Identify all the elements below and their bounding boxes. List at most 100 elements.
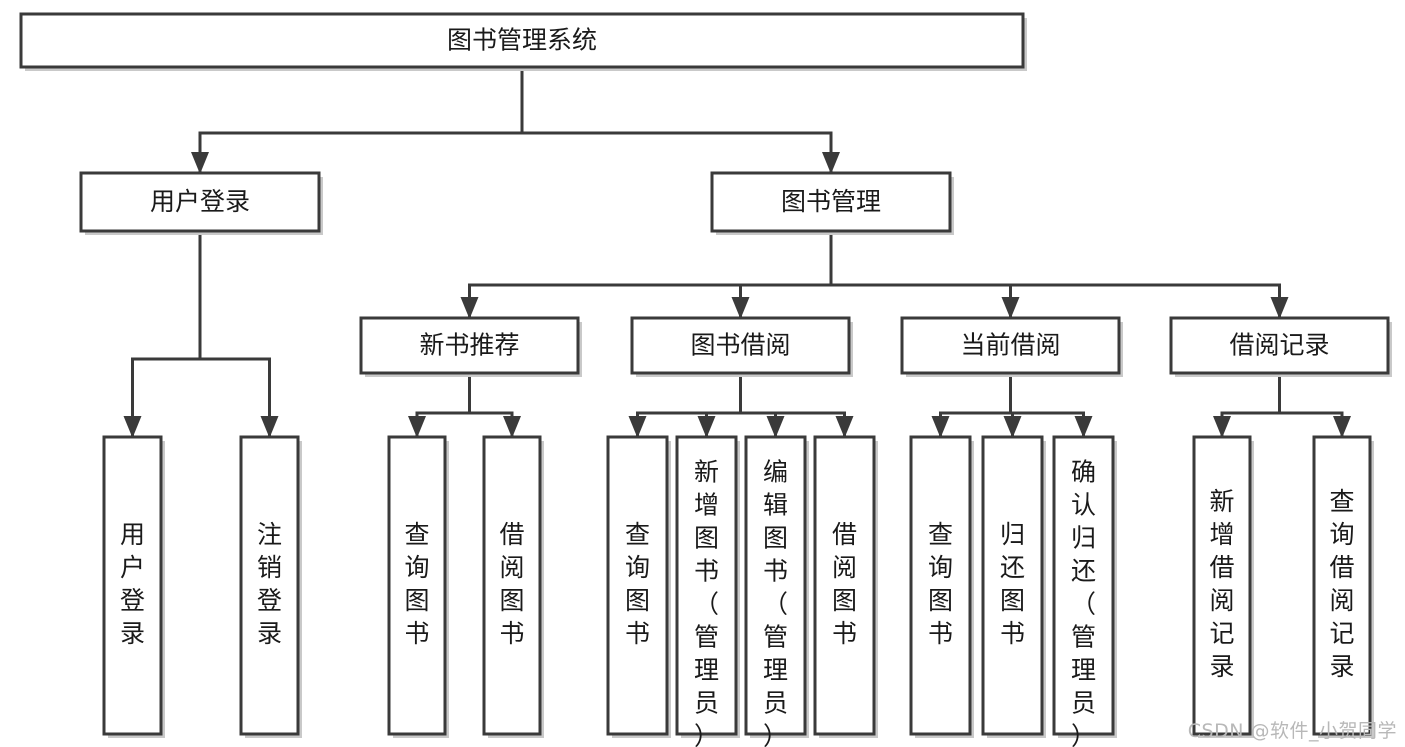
node-rect[interactable]	[900, 316, 1121, 375]
node-rect[interactable]	[813, 435, 876, 736]
node-label: 当前借阅	[960, 331, 1060, 360]
node-user-login[interactable]: 用户登录	[79, 171, 323, 235]
node-label-char: 阅	[1209, 586, 1234, 615]
arrow-head-icon	[835, 416, 854, 438]
node-label-char: 员	[763, 689, 788, 718]
node-borrow-record[interactable]: 借阅记录	[1169, 316, 1392, 377]
node-label-char: 书	[1000, 619, 1025, 648]
node-label-char: 借	[499, 520, 524, 549]
node-label-char: 书	[928, 619, 953, 648]
node-label-char: 借	[1209, 553, 1234, 582]
node-label-char: 图	[1000, 586, 1025, 615]
arrow-head-icon	[628, 416, 647, 438]
node-label-char: 管	[694, 623, 719, 652]
node-label: 用户登录	[150, 187, 250, 216]
node-rect[interactable]	[387, 435, 447, 736]
node-rect[interactable]	[744, 435, 807, 736]
arrow-head-icon	[822, 152, 840, 174]
node-rect[interactable]	[79, 171, 321, 233]
node-label-char: 确	[1071, 458, 1096, 487]
node-label-char: 询	[1329, 520, 1354, 549]
node-label-char: 归	[1071, 524, 1096, 553]
node-label: 图书管理	[781, 187, 881, 216]
node-label-char: 新	[1209, 487, 1234, 516]
node-label-char: 查	[928, 520, 953, 549]
node-book-borrow[interactable]: 图书借阅	[630, 316, 853, 377]
node-label-char: 阅	[499, 553, 524, 582]
node-rect[interactable]	[1169, 316, 1390, 375]
node-rect[interactable]	[710, 171, 952, 233]
watermark-label: CSDN @软件_小贺同学	[1187, 720, 1397, 742]
node-label-char: 录	[257, 619, 282, 648]
edge-group-borrow-record	[1213, 371, 1351, 439]
node-rect[interactable]	[981, 435, 1044, 736]
node-label-char: 管	[1071, 623, 1096, 652]
node-label-char: 用	[120, 520, 145, 549]
node-rect[interactable]	[630, 316, 851, 375]
node-rect[interactable]	[102, 435, 163, 736]
node-label-char: 记	[1329, 619, 1354, 648]
arrow-head-icon	[260, 416, 279, 438]
edge-group-user-login	[123, 229, 279, 439]
node-current-borrow[interactable]: 当前借阅	[900, 316, 1123, 377]
node-label-char: 认	[1071, 491, 1096, 520]
node-label-char: 图	[694, 524, 719, 553]
node-rect[interactable]	[675, 435, 738, 736]
node-label-char: 员	[694, 689, 719, 718]
node-label-char: 查	[1329, 487, 1354, 516]
node-rect[interactable]	[359, 316, 580, 375]
arrow-head-icon	[503, 416, 521, 438]
node-label-char: 员	[1071, 689, 1096, 718]
node-rect[interactable]	[239, 435, 300, 736]
edge-group-current-borrow	[931, 371, 1093, 439]
node-label-char: 登	[257, 586, 282, 615]
node-label-char: 图	[928, 586, 953, 615]
node-label-char: 借	[1329, 553, 1354, 582]
edge-group-new-book-rec	[408, 371, 521, 439]
node-leaf-user-login[interactable]: 用户登录	[102, 435, 165, 738]
node-book-manage[interactable]: 图书管理	[710, 171, 954, 235]
arrow-head-icon	[697, 416, 716, 438]
node-label-char: 注	[257, 520, 282, 549]
node-rect[interactable]	[482, 435, 542, 736]
node-label-char: （	[694, 590, 719, 619]
node-rect[interactable]	[606, 435, 669, 736]
node-label-char: 录	[1329, 652, 1354, 681]
node-label-char: 图	[625, 586, 650, 615]
arrow-head-icon	[123, 416, 142, 438]
node-rect[interactable]	[1312, 435, 1372, 736]
node-label: 图书借阅	[690, 331, 790, 360]
node-root[interactable]: 图书管理系统	[19, 12, 1027, 71]
node-new-book-rec[interactable]: 新书推荐	[359, 316, 582, 377]
node-label-char: 理	[763, 656, 788, 685]
node-label-char: 查	[404, 520, 429, 549]
node-label-char: ）	[1071, 722, 1096, 747]
node-label-char: 查	[625, 520, 650, 549]
node-label-char: 管	[763, 623, 788, 652]
node-rect[interactable]	[909, 435, 972, 736]
node-label-char: 还	[1071, 557, 1096, 586]
node-rect[interactable]	[1052, 435, 1115, 736]
arrow-head-icon	[1001, 297, 1020, 319]
node-label-char: 借	[832, 520, 857, 549]
node-label-char: （	[1071, 590, 1096, 619]
arrow-head-icon	[408, 416, 426, 438]
node-rect[interactable]	[19, 12, 1025, 69]
node-label-char: 询	[625, 553, 650, 582]
node-rect[interactable]	[1192, 435, 1252, 736]
node-label-char: 书	[625, 619, 650, 648]
nodes-layer: 图书管理系统用户登录图书管理新书推荐图书借阅当前借阅借阅记录用户登录注销登录查询…	[19, 12, 1392, 747]
arrow-head-icon	[731, 297, 750, 319]
